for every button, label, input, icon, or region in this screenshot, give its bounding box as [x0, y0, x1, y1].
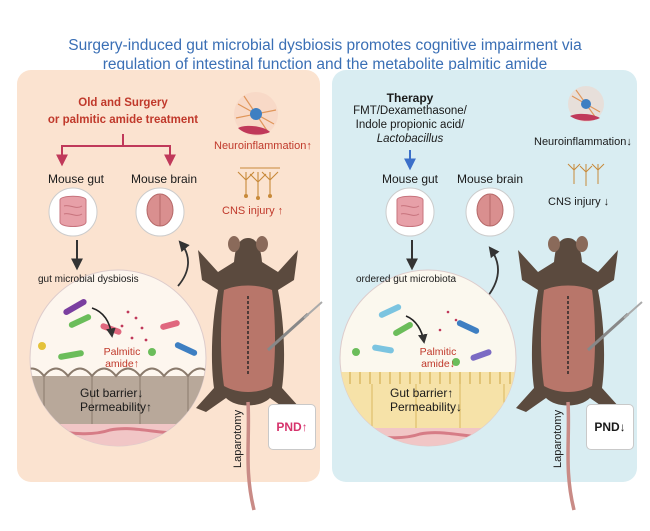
left-pnd-box: PND↑ [268, 404, 316, 450]
right-mouse-gut-label: Mouse gut [381, 172, 439, 186]
right-mouse-laparotomy [514, 234, 644, 512]
left-branch-arrows [56, 134, 176, 167]
left-palmitic-line-1: Palmitic [103, 346, 141, 358]
right-barrier-label: Gut barrier↑ Permeability↓ [390, 386, 462, 414]
left-mouse-brain-label: Mouse brain [130, 172, 198, 186]
right-palmitic-line-1: Palmitic [419, 346, 457, 358]
therapy-title: Therapy [386, 91, 434, 105]
right-pnd-box: PND↓ [586, 404, 634, 450]
left-barrier-line-1: Gut barrier↓ [80, 386, 144, 400]
therapy-line-2: Indole propionic acid/ [355, 119, 465, 131]
title-line-2: regulation of intestinal function and th… [102, 56, 548, 73]
left-cause-line-2: or palmitic amide treatment [47, 114, 199, 126]
right-barrier-line-2: Permeability↓ [390, 400, 463, 414]
left-dysbiosis-label: gut microbial dysbiosis [38, 274, 139, 285]
left-neuroinflammation-label: Neuroinflammation↑ [214, 140, 312, 152]
left-palmitic-line-2: amide↑ [105, 358, 139, 370]
left-palmitic-amide-label: Palmitic amide↑ [92, 346, 152, 370]
left-cns-injury-label: CNS injury ↑ [222, 205, 284, 217]
right-palmitic-line-2: amide↓ [421, 358, 455, 370]
right-laparotomy-label: Laparotomy [552, 409, 564, 468]
left-mouse-gut-label: Mouse gut [47, 172, 105, 186]
left-barrier-label: Gut barrier↓ Permeability↑ [80, 386, 152, 414]
left-cause-line-1: Old and Surgery [78, 97, 168, 109]
left-mouse-laparotomy [194, 234, 324, 512]
title-line-1: Surgery-induced gut microbial dysbiosis … [68, 37, 582, 54]
right-cns-injury-label: CNS injury ↓ [548, 196, 610, 208]
figure-title: Surgery-induced gut microbial dysbiosis … [0, 36, 650, 74]
left-laparotomy-label: Laparotomy [232, 409, 244, 468]
left-barrier-line-2: Permeability↑ [80, 400, 153, 414]
right-neuroinflammation-label: Neuroinflammation↓ [534, 136, 632, 148]
right-palmitic-amide-label: Palmitic amide↓ [408, 346, 468, 370]
right-mouse-brain-label: Mouse brain [456, 172, 524, 186]
right-ordered-microbiota-label: ordered gut microbiota [356, 274, 457, 285]
right-barrier-line-1: Gut barrier↑ [390, 386, 454, 400]
therapy-line-3: Lactobacillus [376, 133, 444, 145]
therapy-line-1: FMT/Dexamethasone/ [353, 105, 467, 117]
